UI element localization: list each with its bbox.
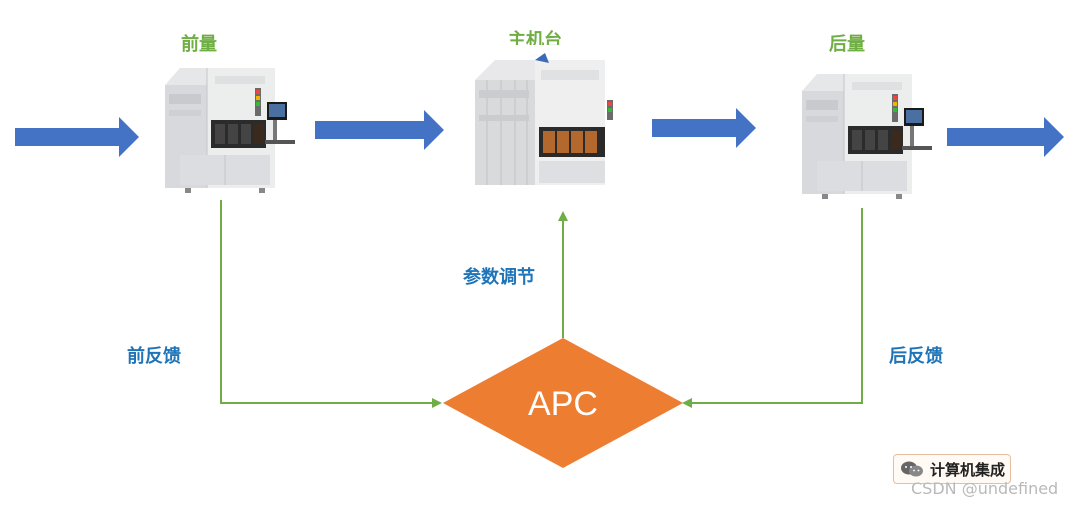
flow-arrow-in — [15, 117, 139, 157]
station-label-pre: 前量 — [181, 34, 217, 55]
apc-label: APC — [528, 385, 598, 423]
wechat-watermark: 计算机集成 — [893, 454, 1011, 484]
flow-arrow-pre-to-main — [315, 110, 444, 150]
back-feedback-line — [682, 208, 863, 408]
post-measurement-tool — [792, 66, 937, 206]
apc-diamond: APC — [443, 338, 683, 468]
flow-arrow-main-to-post — [652, 108, 756, 148]
main-process-tool — [465, 45, 630, 205]
pre-measurement-tool — [155, 60, 300, 200]
watermark-account: 计算机集成 — [930, 460, 1006, 479]
wechat-icon — [901, 461, 923, 477]
csdn-credit: CSDN @undefined — [911, 479, 1059, 498]
front-feedback-line — [220, 200, 442, 408]
station-label-post: 后量 — [829, 34, 865, 55]
front-feedback-label: 前反馈 — [127, 346, 181, 367]
param-adjust-label: 参数调节 — [463, 267, 535, 288]
flow-arrow-out — [947, 117, 1064, 157]
back-feedback-label: 后反馈 — [889, 346, 943, 367]
